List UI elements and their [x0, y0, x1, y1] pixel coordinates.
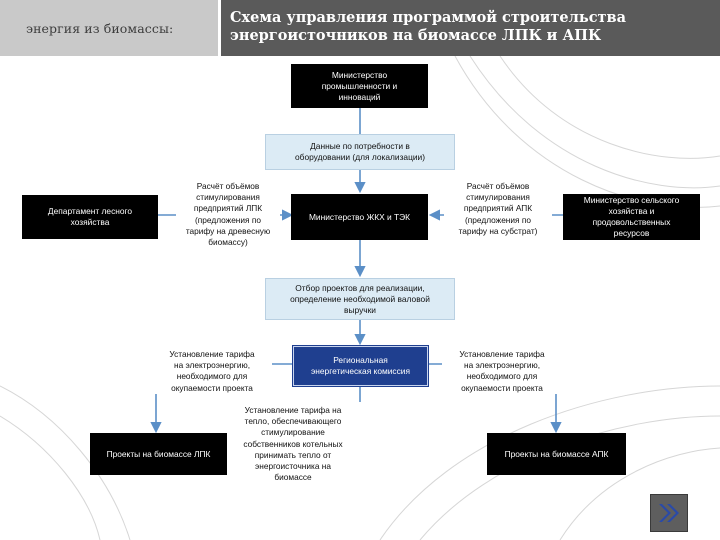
node-label: Отбор проектов для реализации, [295, 282, 425, 293]
regional-commission-node: Региональная энергетическая комиссия [292, 345, 429, 387]
note-line: окупаемости проекта [461, 382, 543, 393]
note-line: Установление тарифа на [244, 405, 342, 415]
calc-apk-note: Расчёт объёмов стимулирования предприяти… [444, 181, 552, 238]
node-label: промышленности и [321, 80, 398, 91]
projects-lpk-node: Проекты на биомассе ЛПК [90, 433, 227, 475]
note-line: тепло, обеспечивающего [244, 416, 342, 427]
tariff-heat-note: Установление тарифа на тепло, обеспечива… [230, 405, 356, 484]
note-line: энергоисточника на [255, 461, 331, 472]
note-line: на электроэнергию, [464, 360, 540, 371]
double-chevron-right-icon [659, 504, 679, 522]
note-line: предприятий ЛПК [193, 203, 263, 214]
note-line: Установление тарифа [169, 349, 255, 359]
node-label: Проекты на биомассе АПК [504, 448, 609, 459]
tariff-electricity-right-note: Установление тарифа на электроэнергию, н… [442, 349, 562, 394]
note-line: необходимого для [466, 371, 538, 382]
node-label: Министерство ЖКХ и ТЭК [308, 211, 411, 222]
node-label: хозяйства [70, 217, 110, 227]
node-label: Проекты на биомассе ЛПК [106, 448, 211, 459]
ministry-agriculture-node: Министерство сельского хозяйства и продо… [563, 194, 700, 240]
node-label: хозяйства и [608, 206, 655, 216]
ministry-housing-node: Министерство ЖКХ и ТЭК [291, 194, 428, 240]
section-label: энергия из биомассы: [26, 20, 174, 36]
note-line: Расчёт объёмов [466, 181, 530, 191]
forest-department-node: Департамент лесного хозяйства [22, 195, 158, 239]
header-divider [218, 0, 221, 56]
page-title-line: Схема управления программой строительств… [230, 9, 626, 26]
node-label: продовольственных [592, 217, 671, 227]
note-line: тарифу на субстрат) [458, 225, 538, 236]
tariff-electricity-left-note: Установление тарифа на электроэнергию, н… [152, 349, 272, 394]
note-line: стимулирование [261, 427, 325, 438]
note-line: биомассу) [208, 237, 248, 248]
data-needs-node: Данные по потребности в оборудовании (дл… [265, 134, 455, 170]
note-line: Расчёт объёмов [196, 181, 260, 191]
node-label: оборудовании (для локализации) [294, 152, 426, 162]
node-label: Данные по потребности в [310, 141, 410, 151]
projects-apk-node: Проекты на биомассе АПК [487, 433, 626, 475]
note-line: стимулирования [196, 192, 260, 203]
page-title-line: энергоисточников на биомассе ЛПК и АПК [230, 27, 602, 44]
note-line: окупаемости проекта [171, 382, 253, 393]
project-selection-node: Отбор проектов для реализации, определен… [265, 278, 455, 320]
note-line: (предложения по [465, 214, 531, 225]
note-line: (предложения по [195, 214, 261, 225]
page-title: Схема управления программой строительств… [230, 9, 710, 45]
node-label: Министерство [331, 69, 388, 80]
node-label: определение необходимой валовой [290, 293, 430, 304]
next-slide-button[interactable] [650, 494, 688, 532]
note-line: на электроэнергию, [174, 360, 250, 371]
header-bar: энергия из биомассы: Схема управления пр… [0, 0, 720, 56]
node-label: Министерство сельского [583, 195, 680, 205]
note-line: Установление тарифа [459, 349, 545, 359]
note-line: биомассе [274, 472, 312, 483]
note-line: принимать тепло от [254, 449, 332, 460]
note-line: предприятий АПК [463, 203, 533, 214]
node-label: Департамент лесного [47, 206, 133, 216]
note-line: собственников котельных [243, 438, 343, 449]
note-line: необходимого для [176, 371, 248, 382]
node-label: энергетическая комиссия [311, 366, 410, 376]
node-label: ресурсов [613, 228, 650, 238]
node-label: инноваций [338, 91, 381, 102]
note-line: стимулирования [466, 192, 530, 203]
node-label: Региональная [333, 355, 388, 365]
note-line: тарифу на древесную [185, 225, 271, 236]
calc-lpk-note: Расчёт объёмов стимулирования предприяти… [176, 181, 280, 249]
ministry-industry-node: Министерство промышленности и инноваций [291, 64, 428, 108]
section-label-panel: энергия из биомассы: [0, 0, 218, 56]
node-label: выручки [344, 304, 376, 315]
